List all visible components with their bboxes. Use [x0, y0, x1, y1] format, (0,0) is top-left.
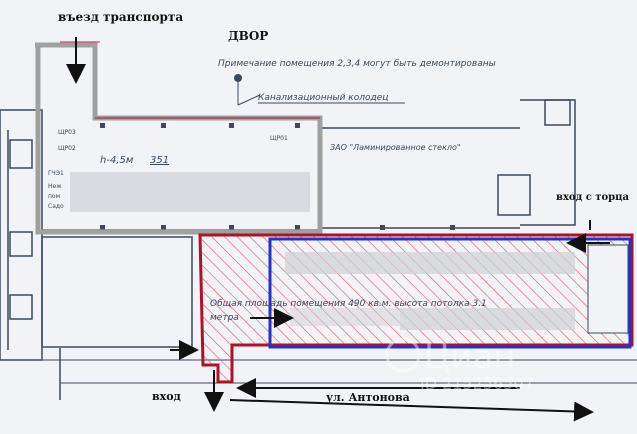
street-label: ул. Антонова — [326, 391, 410, 404]
room-number-label: 351 — [150, 155, 169, 166]
note-label: Примечание помещения 2,3,4 могут быть де… — [218, 59, 496, 69]
room-label: ГЧЭ1 — [48, 170, 64, 177]
arrows — [66, 37, 610, 422]
room-label: Неж — [48, 183, 62, 190]
room-label: ЩР03 — [58, 129, 76, 136]
yard-label: ДВОР — [228, 29, 268, 43]
area-text-line2: метра — [210, 313, 239, 323]
watermark-id: ID 215256507 — [420, 374, 534, 393]
height-label: h-4,5м — [100, 155, 134, 166]
entrance-label: вход — [152, 390, 181, 403]
side-entry-label: вход с торца — [556, 192, 630, 203]
stair-left-top — [9, 139, 33, 169]
stair-left-bottom — [9, 294, 33, 320]
room-label: пом — [48, 193, 60, 200]
company-label: ЗАО "Ламинированное стекло" — [330, 143, 461, 152]
cian-logo-icon — [385, 337, 421, 373]
lower-left-room — [41, 236, 193, 348]
stair-left-mid — [9, 231, 33, 257]
left-room-labels: ЩР03 ЩР02 ГЧЭ1 Неж пом Садо — [48, 129, 76, 210]
room-label: ЩР02 — [58, 145, 76, 152]
stair-right — [497, 174, 531, 216]
column-grid — [100, 123, 455, 230]
right-wing-wall — [520, 99, 576, 226]
street-arrow-right — [229, 399, 594, 422]
room-right-label: ЩР01 — [270, 135, 288, 142]
blurred-area — [70, 172, 310, 212]
watermark-brand: Циан — [424, 337, 516, 377]
blue-outline — [268, 237, 632, 349]
sewer-well-label: Канализационный колодец — [258, 93, 388, 103]
sewer-well-pin — [234, 74, 261, 106]
area-text-line1: Общая площадь помещения 490 кв.м. высота… — [210, 299, 487, 309]
transport-entry-label: въезд транспорта — [58, 10, 183, 24]
stair-right-top — [544, 99, 571, 126]
cian-watermark: Циан ID 215256507 — [385, 337, 534, 393]
room-label: Садо — [48, 203, 64, 210]
